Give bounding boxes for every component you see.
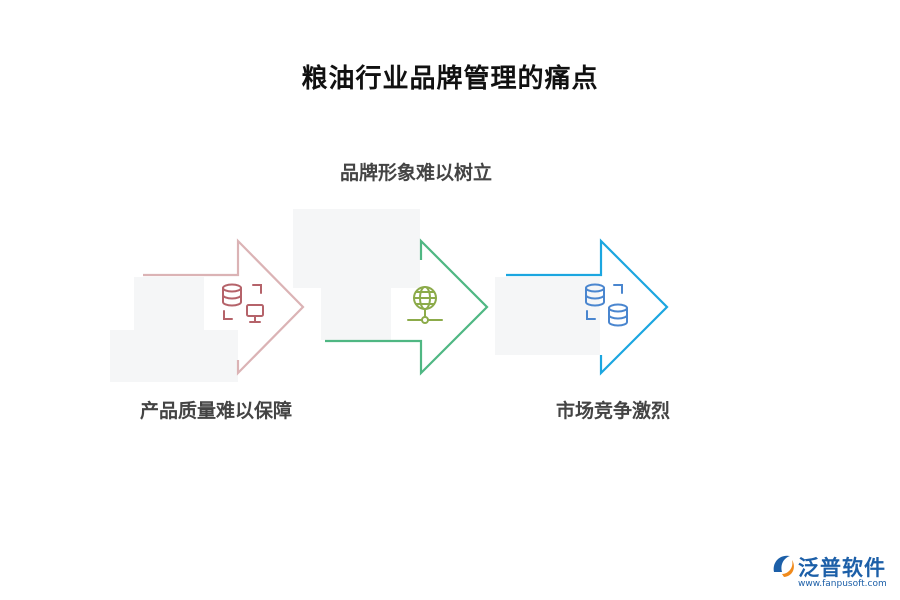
arrow-market: [506, 238, 669, 376]
logo-url: www.fanpusoft.com: [798, 579, 887, 589]
background-patch: [293, 209, 420, 288]
background-patch: [134, 277, 204, 330]
background-patch: [321, 288, 391, 340]
globe-network-icon: [407, 286, 443, 324]
fanpu-logo-mark-icon: [773, 555, 794, 577]
diagram-title: 粮油行业品牌管理的痛点: [301, 64, 599, 94]
fanpu-logo: 泛普软件 www.fanpusoft.com: [770, 550, 895, 596]
step-label-market-competition: 市场竞争激烈: [556, 400, 671, 422]
background-patch: [110, 330, 238, 382]
database-sync-icon: [585, 283, 628, 327]
step-label-brand-image: 品牌形象难以树立: [340, 162, 493, 184]
step-label-product-quality: 产品质量难以保障: [140, 400, 293, 422]
arrow-quality: [143, 238, 305, 376]
logo-text: 泛普软件: [798, 556, 886, 580]
background-patch: [495, 277, 600, 355]
database-network-icon: [222, 283, 264, 323]
arrow-brand: [325, 238, 489, 376]
